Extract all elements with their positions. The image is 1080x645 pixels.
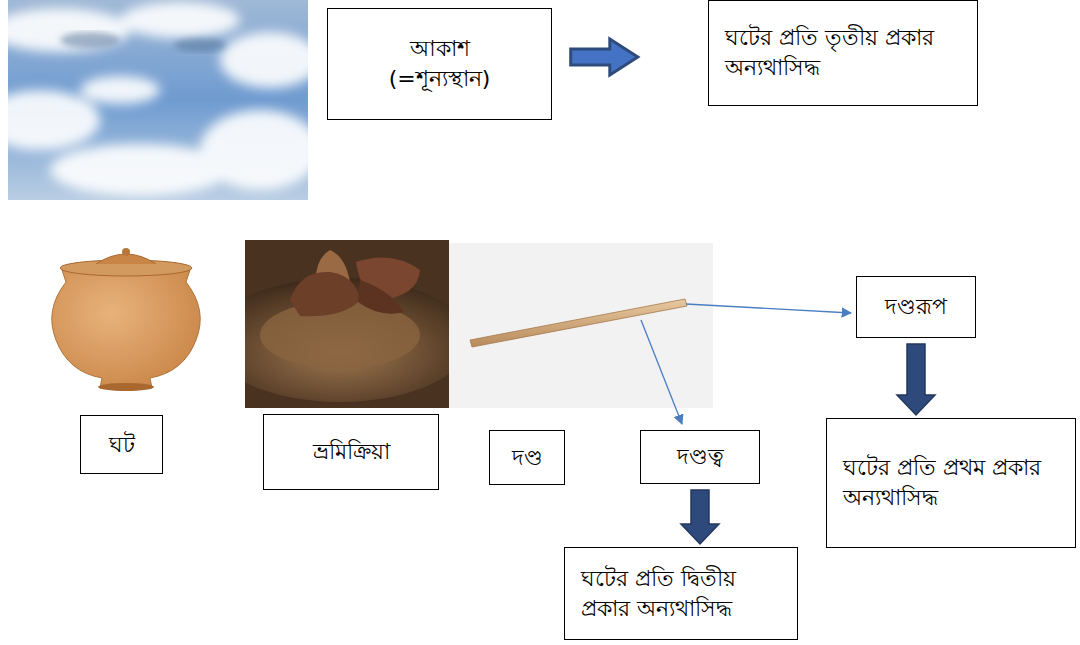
concept-box: আকাশ (=শূন্যস্থান) <box>327 8 552 120</box>
process-box: ভ্রমিক্রিয়া <box>263 414 439 490</box>
block-arrow <box>571 39 638 75</box>
leader-line <box>641 320 682 424</box>
result-box: ঘটের প্রতি তৃতীয় প্রকার অন্যথাসিদ্ধ <box>708 0 978 106</box>
concept-box: দণ্ডরূপ <box>856 276 976 338</box>
node-text: ঘটের প্রতি প্রথম প্রকার অন্যথাসিদ্ধ <box>843 453 1059 512</box>
potters-wheel-picture <box>245 240 449 408</box>
node-text: দণ্ডরূপ <box>885 292 947 322</box>
node-text: দণ্ডত্ব <box>677 442 724 472</box>
text-group: ঘটের প্রতি প্রথম প্রকার অন্যথাসিদ্ধ <box>843 453 1059 512</box>
block-arrow <box>897 344 935 415</box>
sky-picture <box>8 0 308 200</box>
block-arrow <box>681 490 719 544</box>
text-group: ঘটের প্রতি দ্বিতীয় প্রকার অন্যথাসিদ্ধ <box>581 564 781 623</box>
arrow-shape <box>897 344 935 415</box>
arrow-shape <box>571 39 638 75</box>
effect-box: ঘট <box>80 415 163 474</box>
node-text: ঘটের প্রতি তৃতীয় প্রকার অন্যথাসিদ্ধ <box>725 23 961 82</box>
leader-line <box>686 304 851 313</box>
concept-box: দণ্ডত্ব <box>640 430 760 484</box>
node-text: ঘট <box>109 430 135 460</box>
text-group: ঘট <box>109 430 135 460</box>
result-box: ঘটের প্রতি দ্বিতীয় প্রকার অন্যথাসিদ্ধ <box>564 547 798 640</box>
node-text: ঘটের প্রতি দ্বিতীয় প্রকার অন্যথাসিদ্ধ <box>581 564 781 623</box>
node-text: আকাশ (=শূন্যস্থান) <box>357 34 522 93</box>
node-text: ভ্রমিক্রিয়া <box>313 437 390 467</box>
pot-picture <box>52 248 200 391</box>
instrument-box: দণ্ড <box>489 430 565 485</box>
text-group: দণ্ড <box>512 443 543 473</box>
text-group: আকাশ (=শূন্যস্থান) <box>357 34 522 93</box>
text-group: দণ্ডরূপ <box>885 292 947 322</box>
result-box: ঘটের প্রতি প্রথম প্রকার অন্যথাসিদ্ধ <box>826 418 1076 548</box>
stick-picture <box>449 243 713 408</box>
node-text: দণ্ড <box>512 443 543 473</box>
text-group: ভ্রমিক্রিয়া <box>313 437 390 467</box>
text-group: দণ্ডত্ব <box>677 442 724 472</box>
arrow-shape <box>681 490 719 544</box>
text-group: ঘটের প্রতি তৃতীয় প্রকার অন্যথাসিদ্ধ <box>725 23 961 82</box>
